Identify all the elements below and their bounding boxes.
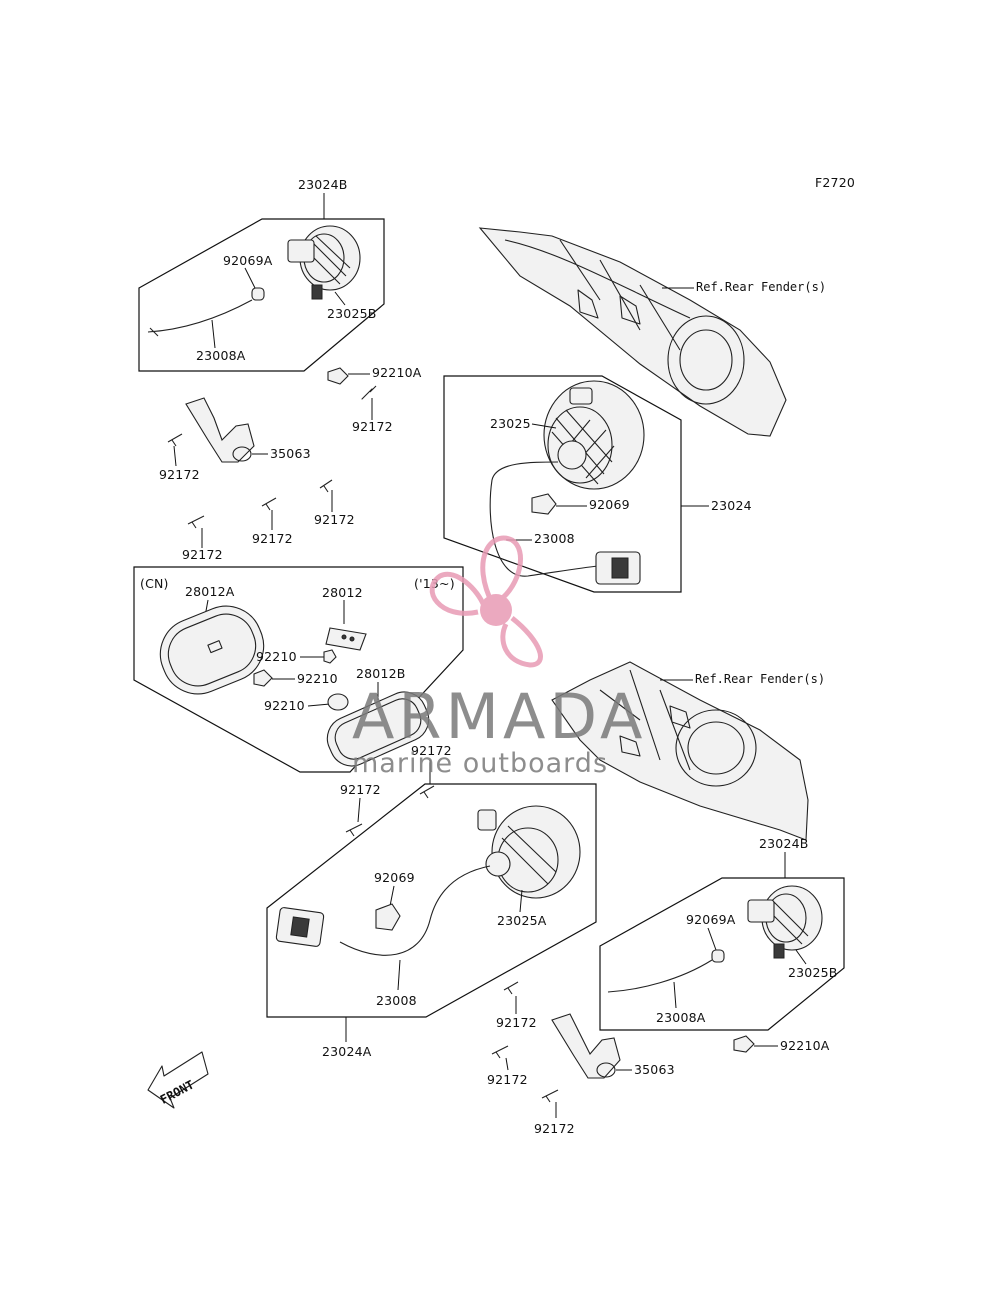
connector-23008-right bbox=[595, 551, 641, 585]
reflector-28012b-drawing bbox=[326, 691, 430, 767]
label-92210-1: 92210 bbox=[256, 649, 297, 664]
label-92069a-bottom: 92069A bbox=[686, 912, 736, 927]
label-92210a-top: 92210A bbox=[372, 365, 422, 380]
socket-23025b-top-drawing bbox=[287, 225, 361, 300]
label-92172-top-2: 92172 bbox=[159, 467, 200, 482]
label-92210-3: 92210 bbox=[264, 698, 305, 713]
label-92172-mid-2: 92172 bbox=[340, 782, 381, 797]
nut-92210a-bottom: 92210A bbox=[733, 1035, 830, 1053]
screw-92172-bot-3: 92172 bbox=[534, 1089, 575, 1136]
screw-92172-top-3: 92172 bbox=[314, 479, 355, 527]
rear-fender-top-drawing: Ref.Rear Fender(s) bbox=[478, 227, 826, 437]
wire-23008-right-drawing bbox=[489, 461, 599, 577]
nut-92210-1 bbox=[323, 649, 337, 664]
label-92069-right: 92069 bbox=[589, 497, 630, 512]
label-23024: 23024 bbox=[711, 498, 752, 513]
screw-92172-bot-1: 92172 bbox=[496, 981, 537, 1030]
wire-23008a-top bbox=[147, 299, 253, 333]
front-direction-arrow: FRONT bbox=[147, 1051, 209, 1109]
front-arrow-icon bbox=[147, 1051, 209, 1109]
bracket-35063-bottom: 35063 bbox=[551, 1013, 675, 1079]
label-23025b-bottom: 23025B bbox=[788, 965, 838, 980]
group-23024b-bottom: 23024B 92069A 23025B 23008A bbox=[599, 836, 845, 1031]
group-23024b-top: 23024B 92069A 23025B 23008A bbox=[138, 177, 385, 372]
group-frame-cn bbox=[133, 566, 464, 773]
watermark: ARMADA marine outboards bbox=[352, 535, 646, 779]
watermark-brand: ARMADA bbox=[352, 680, 646, 753]
label-92172-top-4: 92172 bbox=[252, 531, 293, 546]
label-23024a: 23024A bbox=[322, 1044, 372, 1059]
label-ref-fender-bottom: Ref.Rear Fender(s) bbox=[695, 672, 825, 686]
nut-92210a-top: 92210A bbox=[327, 365, 422, 385]
label-92210a-bottom: 92210A bbox=[780, 1038, 830, 1053]
label-92210-2: 92210 bbox=[297, 671, 338, 686]
label-23008-right: 23008 bbox=[534, 531, 575, 546]
wire-23008-bottom-drawing bbox=[339, 865, 491, 956]
rear-fender-bottom-drawing: Ref.Rear Fender(s) bbox=[551, 661, 825, 841]
label-92172-bot-1: 92172 bbox=[496, 1015, 537, 1030]
group-23024a-bottom: 92069 23025A 23008 23024A bbox=[266, 783, 597, 1059]
bulb-92069a-top bbox=[251, 287, 265, 301]
label-23024b-top: 23024B bbox=[298, 177, 348, 192]
label-23008a-top: 23008A bbox=[196, 348, 246, 363]
label-23008a-bottom: 23008A bbox=[656, 1010, 706, 1025]
reflector-28012-drawing bbox=[325, 627, 367, 651]
label-92172-bot-2: 92172 bbox=[487, 1072, 528, 1087]
wire-23008a-bottom bbox=[607, 959, 713, 993]
label-28012: 28012 bbox=[322, 585, 363, 600]
screw-92172-top-2: 92172 bbox=[159, 433, 200, 482]
front-label: FRONT bbox=[158, 1078, 196, 1107]
propeller-hub-icon bbox=[480, 594, 512, 626]
group-frame-top-left bbox=[138, 218, 385, 372]
group-23024-right: 23025 92069 23008 23024 bbox=[443, 375, 752, 593]
label-ref-fender-top: Ref.Rear Fender(s) bbox=[696, 280, 826, 294]
group-cn-reflectors: (CN) ('13~) 28012A 28012 92210 92210 280… bbox=[133, 566, 464, 773]
label-92172-bot-3: 92172 bbox=[534, 1121, 575, 1136]
socket-23025a-drawing bbox=[477, 805, 581, 899]
bracket-35063-top: 35063 bbox=[185, 397, 311, 463]
label-23008-bottom: 23008 bbox=[376, 993, 417, 1008]
nut-92210-2 bbox=[253, 669, 273, 687]
label-92172-top-1: 92172 bbox=[352, 419, 393, 434]
group-frame-right bbox=[443, 375, 682, 593]
label-23025b-top: 23025B bbox=[327, 306, 377, 321]
propeller-logo-icon bbox=[429, 535, 543, 668]
reflector-28012a-drawing bbox=[159, 605, 265, 695]
label-92172-top-5: 92172 bbox=[182, 547, 223, 562]
group-frame-bottom bbox=[266, 783, 597, 1018]
label-28012b: 28012B bbox=[356, 666, 406, 681]
bulb-92069-right bbox=[531, 493, 557, 515]
screw-92172-mid-2: 92172 bbox=[340, 782, 381, 837]
socket-23025b-bottom-drawing bbox=[747, 885, 823, 959]
label-92172-top-3: 92172 bbox=[314, 512, 355, 527]
connector-23008-bottom bbox=[275, 907, 325, 947]
label-92069a-top: 92069A bbox=[223, 253, 273, 268]
screw-92172-top-5: 92172 bbox=[182, 515, 223, 562]
bulb-92069a-bottom bbox=[711, 949, 725, 963]
group-frame-bottom-right bbox=[599, 877, 845, 1031]
screw-92172-mid-1: 92172 bbox=[411, 743, 452, 799]
nut-92210-3 bbox=[327, 693, 349, 711]
watermark-tagline: marine outboards bbox=[352, 748, 608, 779]
label-35063-bottom: 35063 bbox=[634, 1062, 675, 1077]
label-23025a: 23025A bbox=[497, 913, 547, 928]
figure-code: F2720 bbox=[815, 175, 855, 190]
label-35063-top: 35063 bbox=[270, 446, 311, 461]
label-92069-bottom: 92069 bbox=[374, 870, 415, 885]
label-23024b-bottom: 23024B bbox=[759, 836, 809, 851]
label-cn: (CN) bbox=[140, 576, 169, 591]
socket-23025-drawing bbox=[543, 380, 645, 490]
screw-92172-bot-2: 92172 bbox=[487, 1045, 528, 1087]
label-92172-mid-1: 92172 bbox=[411, 743, 452, 758]
bulb-92069-bottom bbox=[375, 903, 401, 931]
screw-92172-top-4: 92172 bbox=[252, 497, 293, 546]
label-28012a: 28012A bbox=[185, 584, 235, 599]
screw-92172-top-1: 92172 bbox=[352, 385, 393, 434]
label-23025: 23025 bbox=[490, 416, 531, 431]
